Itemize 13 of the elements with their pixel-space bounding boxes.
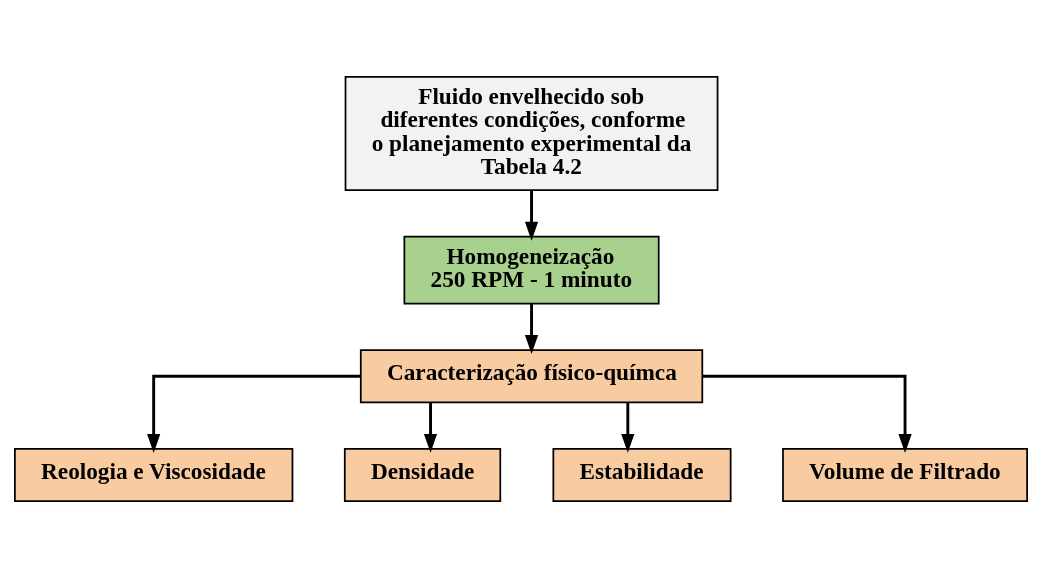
arrow (524, 303, 539, 354)
node-box: Volume de Filtrado (782, 448, 1028, 503)
node-box: Caracterização físico-químca (359, 349, 704, 404)
node-box: Densidade (343, 448, 502, 503)
node-box: Fluido envelhecido sob diferentes condições, conforme o planejamento experimental da Tabela 4.2 (344, 75, 719, 192)
arrow (524, 190, 539, 241)
arrow (147, 374, 361, 453)
arrow (423, 402, 438, 453)
arrow (621, 402, 635, 453)
arrow (702, 374, 912, 453)
node-box: Homogeneização 250 RPM - 1 minuto (403, 235, 660, 305)
node-box: Reologia e Viscosidade (14, 448, 294, 503)
node-box: Estabilidade (552, 448, 732, 503)
